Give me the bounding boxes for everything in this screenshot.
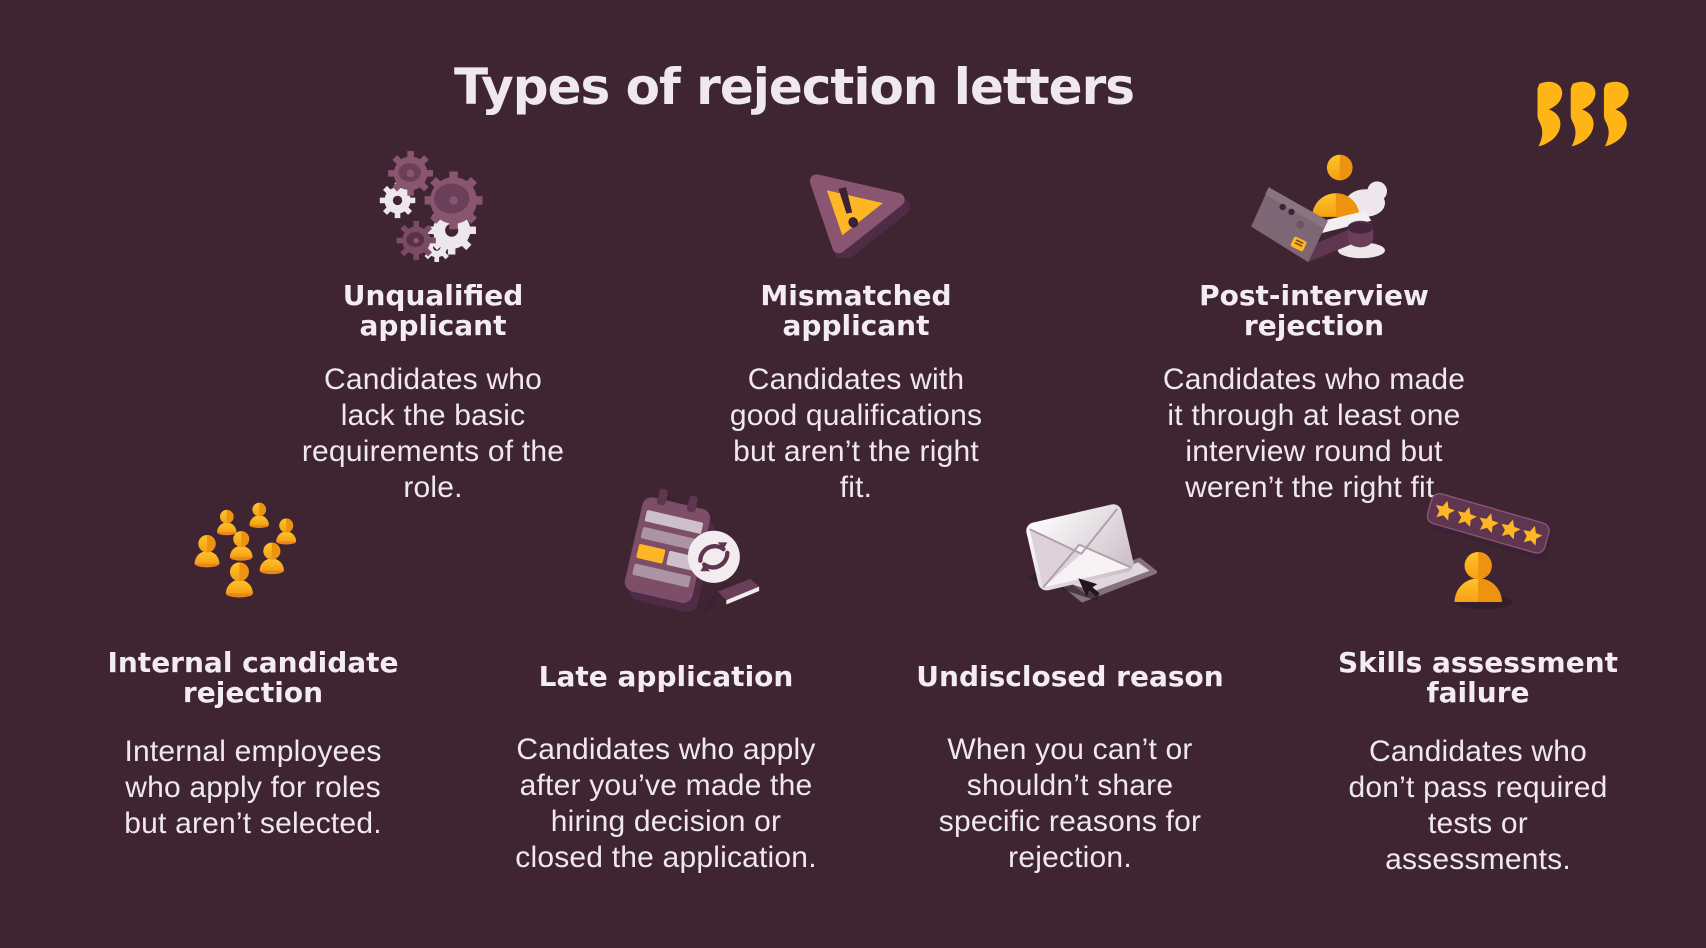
- card-title: Internal candidate rejection: [107, 646, 399, 709]
- card-internal-candidate-rejection: Internal candidate rejection Internal em…: [73, 472, 433, 842]
- card-title: Skills assessment failure: [1337, 646, 1619, 709]
- page-title: Types of rejection letters: [454, 58, 1135, 116]
- card-description: Candidates who apply after you’ve made t…: [515, 733, 817, 874]
- card-description: When you can’t or shouldn’t share specif…: [938, 733, 1202, 874]
- card-skills-assessment-failure: Skills assessment failure Candidates who…: [1288, 472, 1668, 878]
- card-description: Candidates who made it through at least …: [1162, 363, 1466, 504]
- card-post-interview-rejection: Post-interview rejection Candidates who …: [1114, 140, 1514, 506]
- star-rating-person-icon: [1312, 472, 1668, 632]
- card-late-application: Late application Candidates who apply af…: [466, 472, 866, 876]
- interview-laptop-icon: [1132, 140, 1514, 272]
- card-title: Late application: [538, 660, 794, 693]
- card-title: Mismatched applicant: [760, 279, 952, 342]
- card-title: Post-interview rejection: [1199, 279, 1429, 342]
- card-unqualified-applicant: Unqualified applicant Candidates who lac…: [253, 140, 613, 506]
- card-mismatched-applicant: Mismatched applicant Candidates with goo…: [676, 140, 1036, 506]
- crowd-icon: [53, 472, 433, 632]
- card-title: Undisclosed reason: [916, 660, 1224, 693]
- brand-logo-icon: [1537, 81, 1629, 147]
- envelope-cursor-icon: [904, 472, 1260, 632]
- card-title: Unqualified applicant: [342, 279, 524, 342]
- card-description: Internal employees who apply for roles b…: [124, 735, 382, 840]
- warning-triangle-icon: [676, 140, 1036, 272]
- card-undisclosed-reason: Undisclosed reason When you can’t or sho…: [880, 472, 1260, 876]
- calendar-search-icon: [500, 472, 866, 632]
- card-description: Candidates with good qualifications but …: [729, 363, 983, 504]
- card-description: Candidates who lack the basic requiremen…: [301, 363, 565, 504]
- gears-icon: [253, 140, 613, 272]
- card-description: Candidates who don’t pass required tests…: [1348, 735, 1608, 876]
